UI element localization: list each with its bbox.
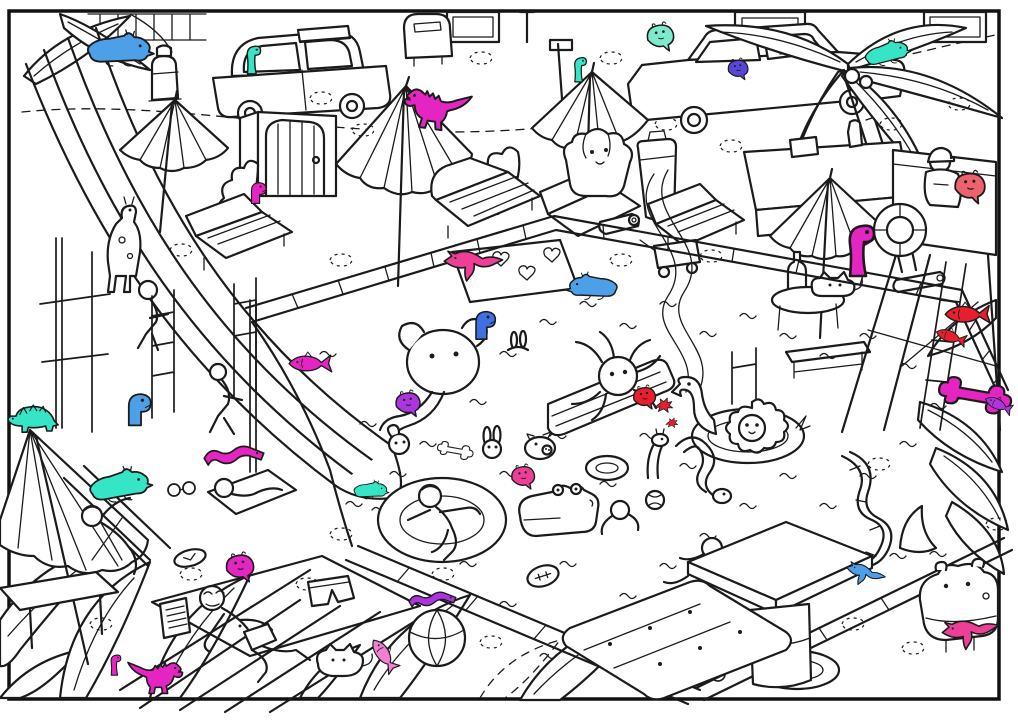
lounger-with-person xyxy=(62,464,172,576)
lounge-chair-striped xyxy=(430,156,542,239)
football xyxy=(526,564,560,588)
cart xyxy=(639,238,702,279)
lounge-chair xyxy=(646,182,746,259)
rabbit-ears-peeking xyxy=(506,329,530,352)
corner-table xyxy=(0,570,120,650)
giraffe-on-slide xyxy=(106,196,142,294)
pig-in-pool xyxy=(523,431,557,461)
crocodile-in-pool xyxy=(518,482,600,538)
bunny-in-pool xyxy=(481,424,503,460)
boy-on-slide xyxy=(136,279,170,352)
dog-in-pool xyxy=(386,423,411,456)
pool-ladder xyxy=(151,277,757,419)
window xyxy=(445,10,501,44)
deck-platform-person xyxy=(118,554,422,714)
swan-float-with-lion xyxy=(670,375,811,465)
station-wagon-car xyxy=(211,24,392,127)
dog-on-lounger xyxy=(538,127,642,238)
cat xyxy=(315,642,373,678)
life-ring xyxy=(872,202,928,258)
mailbox xyxy=(402,12,454,67)
octopus-on-air-mattress xyxy=(546,330,676,437)
woman-on-slide xyxy=(208,362,244,436)
beach-umbrella xyxy=(118,89,230,234)
sunglasses xyxy=(167,481,196,497)
lazy-river xyxy=(645,169,704,393)
heart-towel xyxy=(450,238,580,304)
rolled-mat xyxy=(598,212,641,236)
swimmer xyxy=(600,499,640,536)
lounge-chair xyxy=(184,192,294,271)
beach-ball xyxy=(407,608,467,668)
water-slide xyxy=(24,26,403,514)
flip-flop xyxy=(173,548,207,568)
air-mattress xyxy=(561,579,793,701)
snake-float xyxy=(674,436,733,505)
volleyball xyxy=(644,489,666,511)
man-in-inner-tube xyxy=(376,476,508,564)
shark-fin xyxy=(889,504,947,560)
bench xyxy=(784,340,872,379)
fire-hydrant xyxy=(148,44,182,102)
shorts xyxy=(306,574,356,608)
book xyxy=(158,596,192,640)
big-umbrella-bottom-left xyxy=(0,428,150,666)
giraffe-in-pool xyxy=(646,428,670,480)
lounger-with-person xyxy=(206,468,298,516)
swim-ring xyxy=(584,454,630,482)
street-lamp xyxy=(518,10,574,128)
